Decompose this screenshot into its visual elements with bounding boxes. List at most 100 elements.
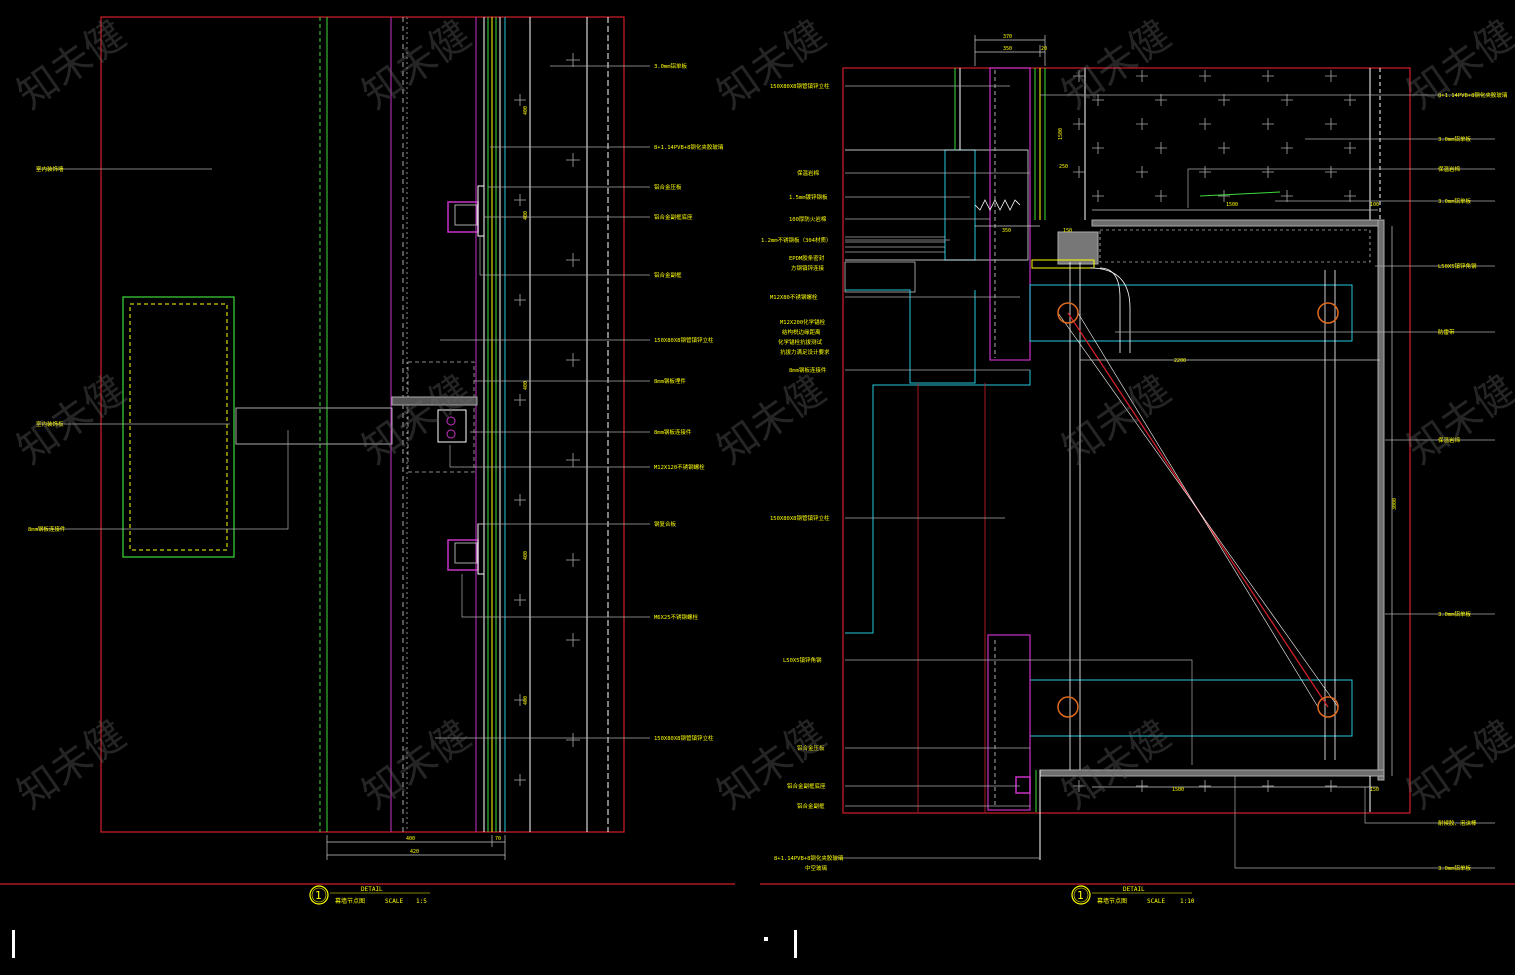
right-title-scale: 1:10	[1180, 898, 1195, 905]
right-dim-10: 2200	[1174, 358, 1186, 364]
left-label-7: 150X80X8钢管镇锌立柱	[654, 336, 714, 344]
right-label-15: L50X5镇锌角钢	[783, 656, 822, 664]
right-label-4: 100厚防火岩棉	[789, 215, 827, 223]
right-dim-5: 150	[1063, 228, 1072, 234]
left-title-bubble	[309, 885, 329, 905]
watermark-8: 知未健	[709, 367, 834, 474]
right-label-5: 1.2mm不锈钢板（304材质）	[761, 236, 832, 244]
right-label-23: 保温岩棉	[1438, 165, 1461, 173]
left-title-scale: 1:5	[416, 898, 427, 905]
right-dim-4: 350	[1002, 228, 1011, 234]
left-label-13: 8mm钢板连接件	[28, 525, 66, 533]
left-vdim-5: 400	[523, 696, 529, 705]
right-dim-9: 100	[1370, 202, 1379, 208]
left-vdim-2: 400	[523, 211, 529, 220]
watermark-4: 知未健	[1054, 12, 1179, 119]
right-label-12: 抗拔力满足设计要求	[780, 348, 830, 356]
right-label-2: 保温岩棉	[797, 169, 820, 177]
watermark-6: 知未健	[9, 367, 134, 474]
right-label-14: 150X80X8钢管镇锌立柱	[770, 514, 830, 522]
left-label-3: 8+1.14PVB+8钢化夹胶玻璃	[654, 143, 724, 151]
right-label-13: 8mm钢板连接件	[789, 366, 827, 374]
left-vdim-3: 400	[523, 381, 529, 390]
right-label-16: 铝合金压板	[797, 744, 825, 752]
left-vdim-4: 400	[523, 551, 529, 560]
left-label-15: 150X80X8钢管镇锌立柱	[654, 734, 714, 742]
right-label-27: 保温岩棉	[1438, 436, 1461, 444]
left-detail: 3.0mm铝单板 室内装饰墙 8+1.14PVB+8钢化夹胶玻璃 铝合金压板 铝…	[0, 16, 735, 905]
right-label-20: 中空玻璃	[805, 864, 828, 872]
watermark-15: 知未健	[1399, 712, 1515, 819]
right-label-6: EPDM胶条密封	[789, 254, 825, 262]
right-label-11: 化学锚栓抗拔测试	[778, 338, 823, 346]
right-label-19: 8+1.14PVB+8钢化夹胶玻璃	[774, 854, 844, 862]
left-label-1: 3.0mm铝单板	[654, 62, 688, 70]
right-label-24: 3.0mm铝单板	[1438, 197, 1472, 205]
right-dim-2: 350	[1003, 46, 1012, 52]
watermark-1: 知未健	[9, 12, 134, 119]
right-label-29: 耐候胶、泡沫棒	[1438, 819, 1477, 827]
right-caret	[794, 930, 797, 958]
left-label-11: 室内装饰板	[36, 420, 64, 428]
right-label-26: 防雷带	[1438, 328, 1455, 336]
left-caret	[12, 930, 15, 958]
right-label-10: 结构棁边缘距离	[782, 328, 821, 336]
watermark-13: 知未健	[709, 712, 834, 819]
right-label-17: 铝合金副框底座	[787, 782, 826, 790]
watermark-11: 知未健	[9, 712, 134, 819]
left-label-5: 铝合金副框底座	[654, 213, 693, 221]
left-label-14: M6X25不锈钢螺栓	[654, 613, 699, 621]
right-dim-13: 150	[1370, 787, 1379, 793]
right-label-28: 3.0mm铝单板	[1438, 610, 1472, 618]
right-dim-6: 250	[1059, 164, 1068, 170]
left-title-en: DETAIL	[361, 886, 383, 893]
left-label-2: 室内装饰墙	[36, 165, 64, 173]
left-label-10: M12X120不锈钢螺栓	[654, 463, 705, 471]
left-vdim-1: 400	[523, 106, 529, 115]
watermark-10: 知未健	[1399, 367, 1515, 474]
left-label-6: 铝合金副框	[654, 271, 682, 279]
right-label-18: 铝合金副框	[797, 802, 825, 810]
watermark-layer: 知未健 知未健 知未健 知未健 知未健 知未健 知未健 知未健 知未健 知未健 …	[9, 12, 1515, 819]
right-title-en: DETAIL	[1123, 886, 1145, 893]
left-dim-1: 400	[406, 836, 415, 842]
right-label-30: 3.0mm铝单板	[1438, 864, 1472, 872]
watermark-5: 知未健	[1399, 12, 1515, 119]
left-label-9: 8mm钢板连接件	[654, 428, 692, 436]
watermark-7: 知未健	[354, 367, 479, 474]
right-label-8: M12X80不锈钢螺栓	[770, 293, 818, 301]
watermark-2: 知未健	[354, 12, 479, 119]
right-title-scale-label: SCALE	[1147, 898, 1165, 905]
dot-marker	[764, 937, 768, 941]
right-dim-7: 1500	[1226, 202, 1238, 208]
interior-panel	[122, 296, 235, 558]
left-label-4: 铝合金压板	[654, 183, 682, 191]
left-title-number: 1	[315, 889, 322, 902]
watermark-3: 知未健	[709, 12, 834, 119]
watermark-14: 知未健	[1054, 712, 1179, 819]
right-title-bubble	[1071, 885, 1091, 905]
right-detail: 150X80X8钢管镇锌立柱 保温岩棉 1.5mm镀锌钢板 100厚防火岩棉 1…	[760, 34, 1515, 905]
right-dim-8: 1500	[1172, 787, 1184, 793]
right-label-9: M12X200化学锚栓	[780, 318, 826, 326]
right-dim-12: 1500	[1058, 128, 1064, 140]
left-label-8: 8mm钢板埋件	[654, 377, 686, 385]
right-dim-1: 370	[1003, 34, 1012, 40]
watermark-12: 知未健	[354, 712, 479, 819]
left-frame	[100, 16, 625, 833]
right-label-22: 3.0mm铝单板	[1438, 135, 1472, 143]
right-label-1: 150X80X8钢管镇锌立柱	[770, 82, 830, 90]
right-label-7: 方钢镇锌连接	[791, 264, 825, 272]
right-title-cn: 幕墙节点图	[1097, 897, 1127, 905]
left-dim-3: 70	[495, 836, 501, 842]
right-dim-11: 3000	[1392, 498, 1398, 510]
right-title-number: 1	[1077, 889, 1084, 902]
right-label-25: L50X5镇锌角钢	[1438, 262, 1477, 270]
right-label-21: 8+1.14PVB+8钢化夹胶玻璃	[1438, 91, 1508, 99]
right-label-3: 1.5mm镀锌钢板	[789, 193, 828, 201]
left-dim-2: 420	[410, 849, 419, 855]
left-title-cn: 幕墙节点图	[335, 897, 365, 905]
right-dim-3: 20	[1041, 46, 1047, 52]
left-label-12: 钢复合板	[654, 520, 677, 528]
